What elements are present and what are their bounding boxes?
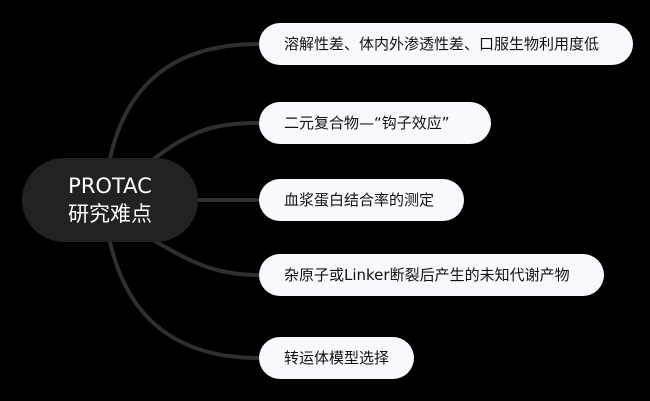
central-topic-line-1: PROTAC [68,174,152,198]
branch-topic-5[interactable]: 转运体模型选择 [259,337,414,379]
branch-topic-2[interactable]: 二元复合物—“钩子效应” [259,102,491,144]
branch-topic-2-label: 二元复合物—“钩子效应” [284,114,450,132]
connector-branch-2 [148,121,260,164]
branch-topic-1[interactable]: 溶解性差、体内外渗透性差、口服生物利用度低 [259,23,633,65]
branch-topic-4[interactable]: 杂原子或Linker断裂后产生的未知代谢产物 [259,254,604,296]
central-topic-line-2: 研究难点 [68,202,152,226]
connector-branch-5 [108,241,260,360]
branch-topic-3[interactable]: 血浆蛋白结合率的测定 [259,179,464,221]
central-topic[interactable]: PROTAC 研究难点 [22,158,198,242]
branch-topic-1-label: 溶解性差、体内外渗透性差、口服生物利用度低 [284,35,600,53]
branch-topic-3-label: 血浆蛋白结合率的测定 [284,191,435,209]
branch-topic-5-label: 转运体模型选择 [284,349,390,367]
connector-branch-1 [108,42,260,159]
branch-topic-4-label: 杂原子或Linker断裂后产生的未知代谢产物 [284,266,570,284]
connector-branch-4 [148,236,260,277]
